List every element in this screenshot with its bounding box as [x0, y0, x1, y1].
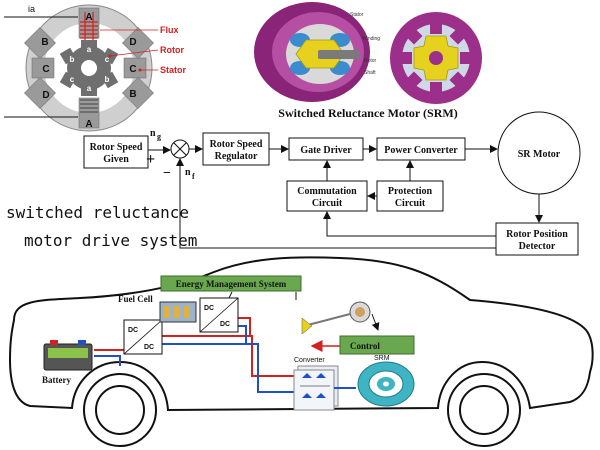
- rotor-speed-given-line2: Given: [103, 154, 129, 165]
- arrow-feedback-to-sum: [176, 158, 496, 249]
- commutation-line1: Commutation: [297, 186, 357, 197]
- rotor-label-a-bottom: a: [87, 84, 92, 93]
- dc2-bottom: DC: [220, 321, 230, 328]
- shaft-hole: [81, 60, 97, 76]
- control-label: Control: [350, 341, 380, 351]
- gate-driver-label: Gate Driver: [300, 145, 352, 156]
- rotor-label: Rotor: [160, 45, 184, 55]
- pole-label-a-top: A: [85, 12, 92, 23]
- pole-label-b-left: B: [41, 37, 48, 48]
- battery: [43, 340, 93, 371]
- n-g-subscript: g: [157, 132, 161, 141]
- pole-label-c-right: C: [129, 64, 136, 75]
- protection-line2: Circuit: [395, 198, 426, 209]
- part-label-rotor: Rotor: [364, 58, 377, 64]
- control-banner: [339, 335, 415, 355]
- rotor-speed-regulator-box: [202, 132, 270, 166]
- caption-line2: motor drive system: [24, 231, 197, 250]
- rotor-speed-regulator-line1: Rotor Speed: [210, 139, 263, 150]
- flux-winding-top: [80, 12, 98, 42]
- srm-label: SRM: [374, 355, 390, 362]
- srm-shaft: [318, 50, 360, 59]
- pole-label-c-left: C: [42, 64, 49, 75]
- dc2-top: DC: [204, 305, 214, 312]
- flux-label: Flux: [160, 25, 179, 35]
- dc1-bottom: DC: [144, 344, 154, 351]
- rotor-speed-given-box: [83, 135, 149, 169]
- stator-pole-c-right: [123, 57, 147, 79]
- fuel-cell-label: Fuel Cell: [118, 294, 153, 304]
- stator-pole-d-left: [24, 77, 56, 109]
- rotor-speed-given-line1: Rotor Speed: [90, 142, 143, 153]
- pole-label-b-right: B: [129, 89, 136, 100]
- energy-management-label: Energy Management System: [176, 279, 287, 289]
- rotor-section: [59, 40, 119, 96]
- n-g-label: n: [150, 128, 156, 139]
- srm-title: Switched Reluctance Motor (SRM): [278, 106, 457, 120]
- rotor-label-c-right: c: [105, 55, 110, 64]
- rotor-label-c-left: c: [70, 75, 75, 84]
- converter-label: Converter: [294, 357, 325, 364]
- position-sensor: [301, 301, 380, 335]
- stator-pole-d-right: [122, 27, 154, 59]
- power-converter-label: Power Converter: [384, 145, 458, 156]
- pole-label-a-bottom: A: [85, 119, 92, 130]
- part-label-winding: Winding: [362, 36, 380, 42]
- rotor-speed-regulator-line2: Regulator: [215, 151, 258, 162]
- red-power-wire: [162, 335, 296, 377]
- rotor-label-a-top: a: [87, 45, 92, 54]
- stator-pole-a-bottom: [78, 97, 100, 129]
- n-f-label: n: [185, 167, 191, 178]
- front-wheel-inner: [459, 385, 509, 435]
- pole-label-d-left: D: [42, 90, 49, 101]
- vehicle-diagram: Energy Management System Battery DC: [8, 256, 594, 447]
- stator-label: Stator: [160, 65, 187, 75]
- part-label-stator: Stator: [350, 12, 364, 18]
- minus-sign: −: [163, 166, 171, 181]
- battery-label: Battery: [42, 375, 71, 385]
- commutation-circuit-box: [286, 180, 368, 212]
- plus-sign: +: [146, 151, 155, 168]
- part-label-shaft: Shaft: [364, 70, 376, 76]
- stator-pole-c-left: [31, 57, 55, 79]
- protection-circuit-box: [376, 180, 444, 212]
- rear-wheel-inner: [95, 385, 145, 435]
- protection-line1: Protection: [388, 186, 433, 197]
- rotor-position-line2: Detector: [519, 241, 556, 252]
- block-diagram: Rotor Speed Given Rotor Speed Regulator …: [83, 111, 581, 256]
- rotor-callout-line: [109, 49, 159, 57]
- energy-management-banner: [160, 275, 302, 292]
- stator-cross-section: ia A A B B C C D D a a b b c c Flux Roto…: [4, 4, 187, 132]
- srm-picture: Stator Winding Rotor Shaft Switched Relu…: [254, 2, 482, 120]
- pole-label-d-right: D: [129, 37, 136, 48]
- blue-power-wire: [162, 343, 296, 393]
- n-f-subscript: f: [192, 172, 195, 181]
- stator-pole-b-left: [24, 27, 56, 59]
- rotor-label-b-left: b: [70, 55, 75, 64]
- winding-bottom: [80, 99, 98, 113]
- power-converter-bridge: [293, 365, 339, 411]
- rotor-position-detector-box: [495, 222, 579, 256]
- sr-motor-label: SR Motor: [518, 149, 561, 160]
- rotor-position-line1: Rotor Position: [506, 229, 568, 240]
- fuel-cell: [159, 301, 197, 323]
- rotor-label-b-right: b: [105, 75, 110, 84]
- car-body: [8, 256, 594, 412]
- arrow-detector-to-commutation: [323, 211, 496, 237]
- dc-dc-converter-2: [199, 297, 239, 333]
- dc-dc-converter-1: [123, 319, 163, 355]
- dc1-top: DC: [128, 327, 138, 334]
- srm-rotor-teal: [357, 361, 415, 407]
- ia-label: ia: [28, 4, 35, 14]
- commutation-line2: Circuit: [312, 198, 343, 209]
- stator-pole-b-right: [122, 77, 154, 109]
- srm-cross-section: [390, 12, 482, 104]
- caption-line1: switched reluctance: [6, 203, 189, 222]
